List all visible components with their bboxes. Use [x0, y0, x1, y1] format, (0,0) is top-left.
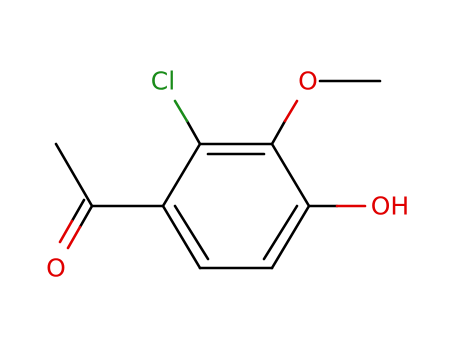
- bond-carbonyl-double-2-oxygen: [58, 219, 74, 244]
- chlorine-label: Cl: [151, 67, 175, 96]
- bond-c2-cl-carbon-half: [185, 119, 202, 146]
- methoxy-oxygen-label: O: [298, 67, 318, 96]
- carbonyl-oxygen-label: O: [46, 254, 66, 283]
- ring-bond-c4-c5-inner: [262, 204, 299, 261]
- ring-bond-c6-c1-inner: [173, 204, 210, 261]
- hydroxyl-label: OH: [371, 192, 409, 221]
- bond-carbonyl-to-methyl: [54, 142, 94, 208]
- ring-bond-c6-c1: [161, 204, 202, 270]
- bond-carbonyl-double-2-carbon: [70, 198, 86, 223]
- bond-c2-cl-chlorine-half: [173, 99, 189, 123]
- benzene-ring: [161, 142, 311, 270]
- bond-carbonyl-double-1-carbon: [78, 204, 94, 229]
- bond-c3-o-oxygen-half: [283, 99, 299, 123]
- ring-bond-c3-c4: [270, 142, 311, 208]
- ring-bond-c1-c2: [161, 142, 202, 208]
- bond-carbonyl-double-1-oxygen: [66, 225, 82, 250]
- bond-c3-o-carbon-half: [270, 119, 287, 146]
- ring-bond-c4-c5: [270, 204, 311, 270]
